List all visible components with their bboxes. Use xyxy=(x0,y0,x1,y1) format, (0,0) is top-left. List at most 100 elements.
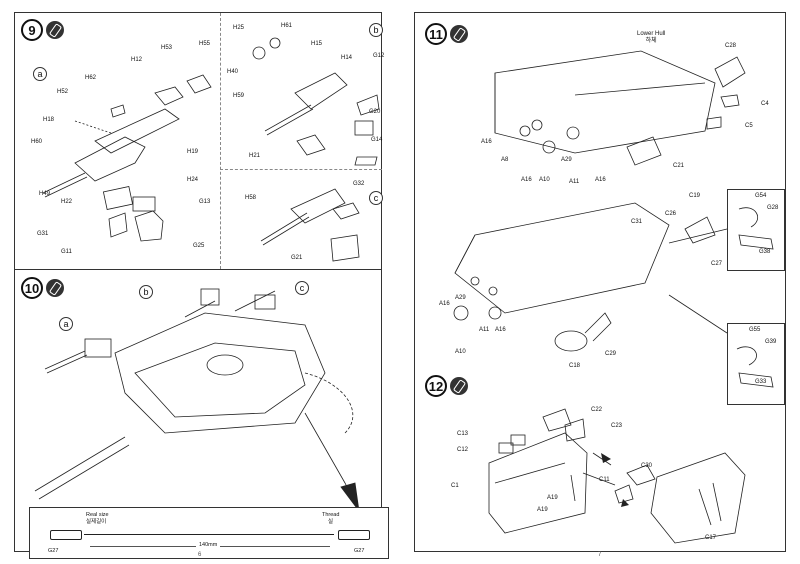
part-label: G11 xyxy=(61,249,72,255)
instruction-page-right: 11 Lower Hull 하체 C28 C4 C5 A16 A8 A16 A1… xyxy=(414,12,786,552)
part-label: G20 xyxy=(369,109,381,115)
lower-hull-title: Lower Hull 하체 xyxy=(637,31,665,45)
part-label: C12 xyxy=(457,447,469,453)
length-label: 140mm xyxy=(196,542,221,548)
sub-step-a-label: a xyxy=(33,67,47,81)
part-label: G55 xyxy=(749,327,761,333)
part-label: G39 xyxy=(765,339,777,345)
part-label: H59 xyxy=(233,93,245,99)
part-label: C23 xyxy=(611,423,623,429)
part-g27-right xyxy=(338,530,370,540)
part-label: A19 xyxy=(537,507,548,513)
part-label: H60 xyxy=(31,139,43,145)
step-12-badge: 12 xyxy=(425,375,468,397)
part-label: C5 xyxy=(745,123,753,129)
thread-length-guide: Real size 실제길이 Thread 실 140mm G27 G27 xyxy=(29,507,389,559)
part-label: H40 xyxy=(227,69,239,75)
part-label: H18 xyxy=(43,117,55,123)
part-label: G31 xyxy=(37,231,49,237)
glue-icon xyxy=(46,21,64,39)
part-label: G27 xyxy=(354,548,365,554)
part-label: A29 xyxy=(561,157,572,163)
thread-label-kr: 실 xyxy=(328,519,334,525)
step-12-number: 12 xyxy=(425,375,447,397)
step-divider xyxy=(15,269,381,270)
part-label: H62 xyxy=(85,75,97,81)
glue-icon xyxy=(450,25,468,43)
page-number: 6 xyxy=(198,552,202,558)
part-label: C18 xyxy=(569,363,581,369)
part-label: C29 xyxy=(605,351,617,357)
part-label: A19 xyxy=(547,495,558,501)
part-label: C4 xyxy=(761,101,769,107)
part-label: H58 xyxy=(245,195,257,201)
part-label: C21 xyxy=(673,163,685,169)
part-label: H52 xyxy=(57,89,69,95)
part-label: A16 xyxy=(439,301,450,307)
part-label: H61 xyxy=(281,23,293,29)
part-label: G13 xyxy=(199,199,211,205)
real-size-label: Real size xyxy=(86,512,109,518)
part-label: C28 xyxy=(725,43,737,49)
part-label: H24 xyxy=(187,177,199,183)
part-label: G38 xyxy=(759,249,771,255)
part-label: H15 xyxy=(311,41,323,47)
part-label: A16 xyxy=(481,139,492,145)
step-9-badge: 9 xyxy=(21,19,64,41)
detail-inset xyxy=(727,189,785,271)
part-label: A10 xyxy=(455,349,466,355)
thread-line xyxy=(84,534,334,535)
part-label: C27 xyxy=(711,261,723,267)
real-size-label-kr: 실제길이 xyxy=(86,519,107,525)
part-label: A29 xyxy=(455,295,466,301)
sub-step-a-label: a xyxy=(59,317,73,331)
part-label: H53 xyxy=(161,45,173,51)
thread-label: Thread xyxy=(322,512,340,518)
panel-divider xyxy=(220,13,221,269)
part-label: A16 xyxy=(495,327,506,333)
sub-step-b-label: b xyxy=(369,23,383,37)
part-label: G25 xyxy=(193,243,205,249)
part-label: A8 xyxy=(501,157,509,163)
part-label: A16 xyxy=(521,177,532,183)
part-label: G14 xyxy=(371,137,383,143)
step-10-badge: 10 xyxy=(21,277,64,299)
lower-hull-label: Lower Hull xyxy=(637,31,666,37)
sub-step-c-label: c xyxy=(295,281,309,295)
glue-icon xyxy=(450,377,468,395)
step-11-number: 11 xyxy=(425,23,447,45)
part-label: C30 xyxy=(641,463,653,469)
detail-inset xyxy=(727,323,785,405)
glue-icon xyxy=(46,279,64,297)
part-label: G32 xyxy=(353,181,365,187)
part-label: H25 xyxy=(233,25,245,31)
part-label: H14 xyxy=(341,55,353,61)
part-label: H22 xyxy=(61,199,73,205)
part-label: A16 xyxy=(595,177,606,183)
part-label: C26 xyxy=(665,211,677,217)
part-label: C31 xyxy=(631,219,643,225)
sub-step-b-label: b xyxy=(139,285,153,299)
page-number: 7 xyxy=(598,552,602,558)
step-10-number: 10 xyxy=(21,277,43,299)
part-label: C22 xyxy=(591,407,603,413)
step-9-number: 9 xyxy=(21,19,43,41)
part-label: C17 xyxy=(705,535,717,541)
part-label: H19 xyxy=(187,149,199,155)
assembly-illustration-left xyxy=(34,37,380,512)
part-label: G27 xyxy=(48,548,59,554)
sub-step-c-label: c xyxy=(369,191,383,205)
part-label: C19 xyxy=(689,193,701,199)
instruction-page-left: 9 a b c H52 H62 H12 H53 H55 H18 H60 H19 … xyxy=(14,12,389,559)
part-label: H12 xyxy=(131,57,143,63)
assembly-illustration-right xyxy=(453,50,774,544)
part-label: A10 xyxy=(539,177,550,183)
part-label: H21 xyxy=(249,153,261,159)
panel-divider xyxy=(220,169,382,170)
part-label: H55 xyxy=(199,41,211,47)
part-g27-left xyxy=(50,530,82,540)
part-label: C1 xyxy=(451,483,459,489)
part-label: C13 xyxy=(457,431,469,437)
part-label: H49 xyxy=(39,191,51,197)
part-label: A11 xyxy=(479,327,490,333)
